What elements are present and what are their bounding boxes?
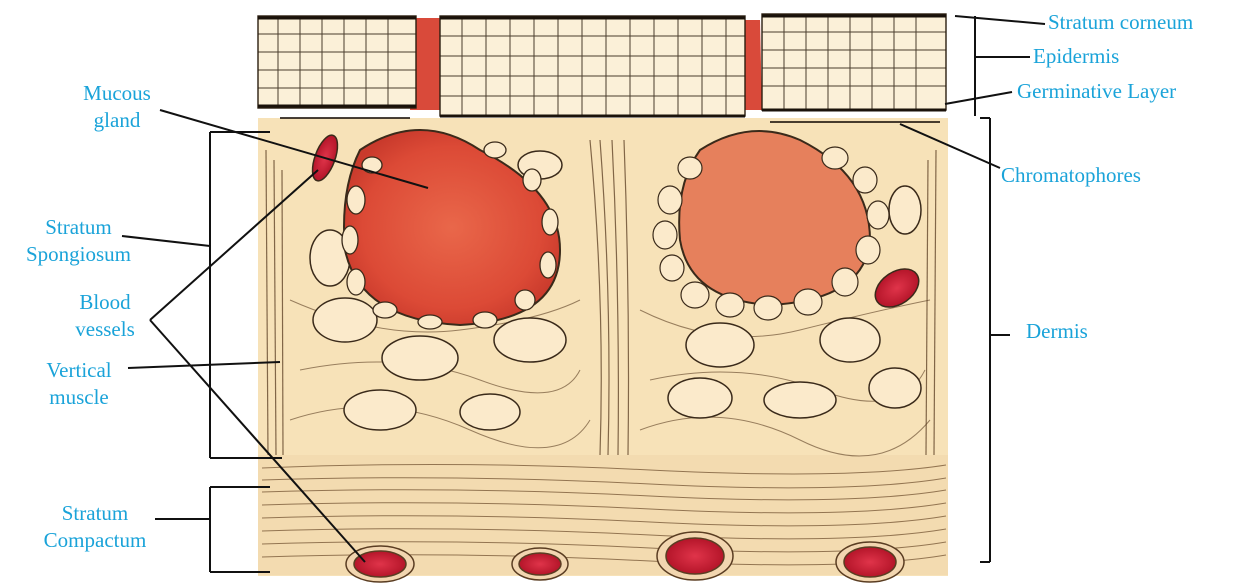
label-stratum-corneum: Stratum corneum [1048, 9, 1193, 36]
epidermis-cells [258, 14, 946, 116]
label-chromatophores: Chromatophores [1001, 162, 1141, 189]
label-germinative-layer: Germinative Layer [1017, 78, 1176, 105]
label-mucous-gland: Mucous gland [62, 80, 172, 134]
label-stratum-spongiosum: Stratum Spongiosum [6, 214, 151, 268]
label-vertical-muscle: Vertical muscle [24, 357, 134, 411]
label-epidermis: Epidermis [1033, 43, 1119, 70]
label-blood-vessels: Blood vessels [55, 289, 155, 343]
label-stratum-compactum: Stratum Compactum [30, 500, 160, 554]
label-dermis: Dermis [1026, 318, 1088, 345]
